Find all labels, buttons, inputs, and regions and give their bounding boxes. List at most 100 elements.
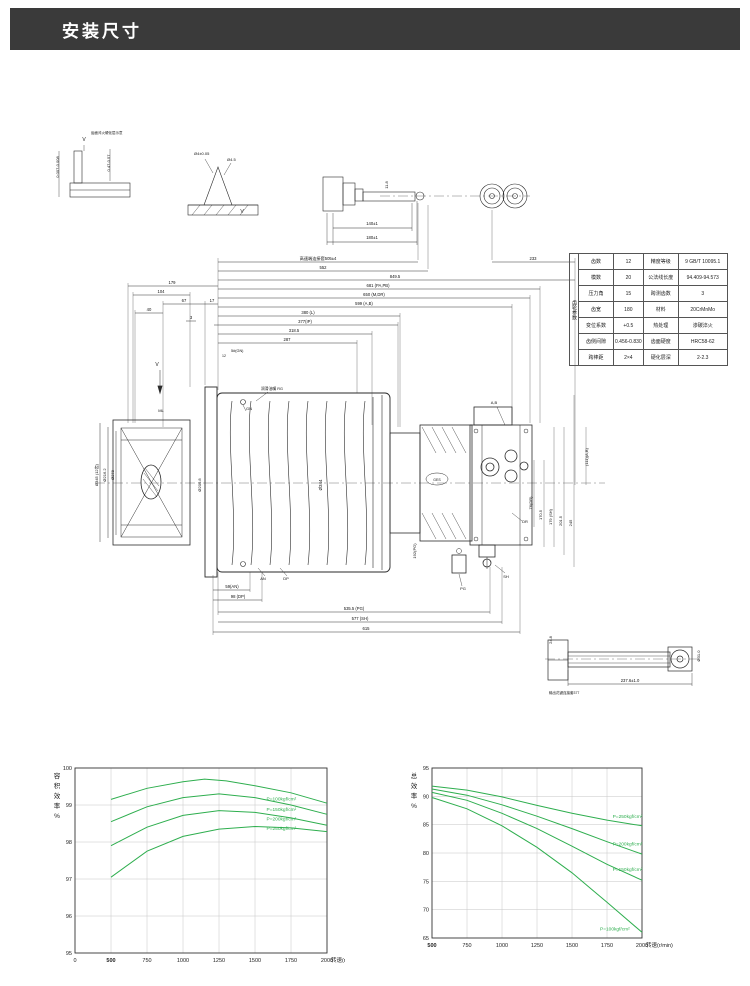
dim-label: 11.8: [384, 180, 389, 188]
x-tick-label: 1750: [601, 943, 613, 949]
dim-label: 237.6±1.0: [621, 678, 640, 683]
y-axis-label: 效: [411, 781, 418, 790]
y-axis-label: %: [411, 803, 417, 810]
dim-label: 180±1: [366, 235, 378, 240]
series-line: [110, 825, 328, 878]
dim-label: Ø4±0.05: [194, 151, 210, 156]
table-cell: 齿数: [578, 253, 614, 270]
page-title-bar: 安装尺寸: [10, 8, 740, 50]
series-label: P=100kgf/cm²: [267, 797, 297, 803]
table-cell: 齿宽: [578, 301, 614, 318]
dim-label: DR: [522, 519, 528, 524]
x-tick-label: 750: [142, 958, 151, 964]
series-line: [110, 810, 328, 847]
dim-label: (111)(A,B): [584, 447, 589, 466]
dim-label: V: [82, 137, 86, 143]
series-line: [431, 797, 643, 933]
dim-label: DP: [283, 576, 289, 581]
dim-label: 287: [284, 337, 292, 342]
technical-drawing: 0.007-0.008 0.47-0.57 V 齿面淬火硬化层示意 Ø4±0.0…: [55, 130, 702, 695]
dim-label: 201.5: [558, 515, 563, 526]
table-row: 齿宽 180 材料 20CrMnMo: [578, 301, 728, 318]
table-cell: 跨测齿数: [642, 285, 679, 302]
y-tick-label: 80: [423, 851, 429, 857]
dim-label: 681 (PA,PB): [367, 283, 391, 288]
dim-label: GN: [246, 406, 252, 411]
table-cell: 齿面硬度: [642, 333, 679, 350]
dim-label: V: [155, 362, 159, 368]
dimension-lines: [99, 261, 692, 685]
series-label: P=250kgf/cm²: [267, 826, 297, 832]
dim-label: 104: [158, 289, 166, 294]
drum-housing-view: [204, 386, 391, 578]
gearbox-section-view: [389, 424, 473, 542]
detail-gear-tooth-view: [187, 158, 259, 216]
x-axis-label: 转速(r/min): [331, 956, 345, 964]
table-cell: 压力角: [578, 285, 614, 302]
table-row: 压力角 15 跨测齿数 3: [578, 285, 728, 302]
y-axis-label: 容: [54, 771, 61, 780]
dim-label: 67: [182, 298, 187, 303]
dim-label: SH: [503, 574, 509, 579]
table-cell: 9 GB/T 10095.1: [677, 253, 728, 270]
dim-label: 179 (SH): [548, 508, 553, 525]
plot-border: [74, 767, 328, 954]
x-tick-label: 0: [73, 958, 76, 964]
series-label: P=150kgf/cm²: [267, 807, 297, 813]
table-cell: +0.5: [613, 317, 644, 334]
dim-label: AN: [260, 576, 266, 581]
dim-label: 12: [222, 354, 226, 358]
series-label: P=200kgf/cm²: [267, 817, 297, 823]
extension-lines: [127, 203, 587, 635]
x-tick-label: 1750: [285, 958, 297, 964]
table-row: 变位系数 +0.5 热处理 渗碳淬火: [578, 317, 728, 334]
y-tick-label: 65: [423, 936, 429, 942]
dim-label: V: [240, 209, 244, 215]
dim-label: 650 (M,DR): [363, 292, 385, 297]
y-axis-label: 效: [54, 791, 61, 800]
y-axis-label: 总: [411, 771, 418, 780]
x-tick-label: 1500: [249, 958, 261, 964]
y-tick-label: 99: [66, 803, 72, 809]
y-tick-label: 90: [423, 794, 429, 800]
table-cell: 180: [613, 301, 644, 318]
dim-label: ML: [158, 408, 164, 413]
dim-label: 849.5: [390, 274, 401, 279]
table-cell: 跨棒距: [578, 349, 614, 366]
motor-valve-view: [257, 406, 533, 587]
dimension-labels: 0.007-0.008 0.47-0.57 V 齿面淬火硬化层示意 Ø4±0.0…: [55, 130, 701, 695]
table-cell: 2-2.3: [677, 349, 728, 366]
x-tick-label: 500: [106, 958, 115, 964]
dim-label: 599 (A,B): [355, 301, 373, 306]
detail-hardening-view: [58, 145, 131, 198]
dim-label: Ø344: [318, 479, 323, 491]
dim-label: 192(PG): [412, 543, 417, 559]
series-line: [110, 793, 328, 823]
series-label: P=150kgf/cm²: [613, 867, 643, 873]
centerlines: [95, 195, 702, 660]
output-shaft-detail: [547, 639, 693, 686]
dim-label: 0.47-0.57: [106, 154, 111, 172]
table-cell: 硬化层深: [642, 349, 679, 366]
table-cell: 2×4: [613, 349, 644, 366]
dim-label: 40: [147, 307, 152, 312]
table-cell: HRC58-62: [677, 333, 728, 350]
y-axis-label: %: [54, 813, 60, 820]
dim-label: 输出花键连接套377: [549, 690, 579, 695]
table-cell: 12: [613, 253, 644, 270]
dim-label: Ø31.0: [696, 650, 701, 662]
dim-label: Ø216.2: [102, 468, 107, 482]
table-row: 齿数 12 精度等级 9 GB/T 10095.1: [578, 253, 728, 270]
dim-label: A,B: [491, 400, 498, 405]
y-axis-label: 积: [54, 781, 61, 790]
dim-label: 3: [190, 315, 193, 320]
table-cell: 0.456-0.830: [613, 333, 644, 350]
dim-label: 615: [363, 626, 371, 631]
x-tick-label: 1500: [566, 943, 578, 949]
table-cell: 20: [613, 269, 644, 286]
table-row: 模数 20 公法线长度 94.409-94.573: [578, 269, 728, 286]
dim-label: 140±1: [366, 221, 378, 226]
series-line: [431, 791, 643, 881]
x-tick-label: 1250: [213, 958, 225, 964]
dim-label: 552: [320, 265, 328, 270]
